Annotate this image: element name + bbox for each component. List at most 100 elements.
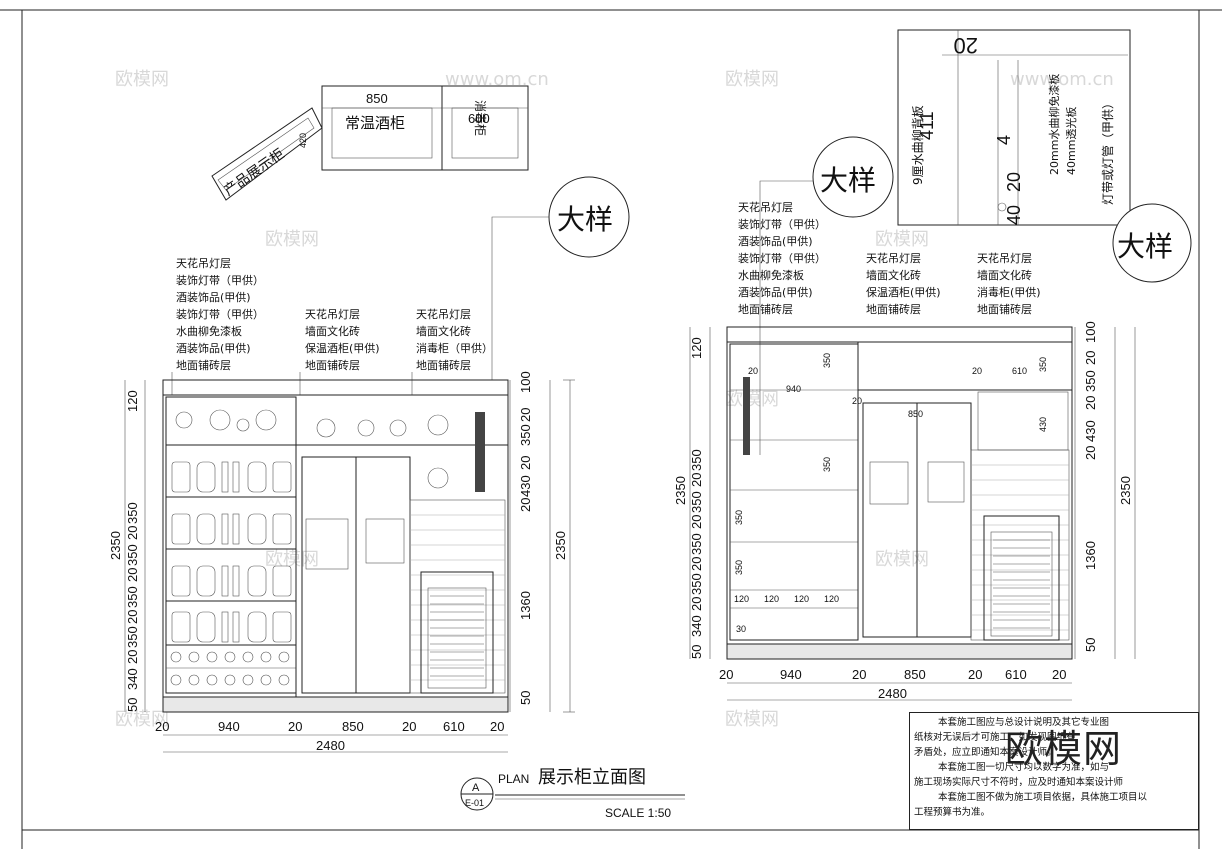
note-l3-1: 墙面文化砖 bbox=[416, 324, 471, 338]
note-l2-3: 地面铺砖层 bbox=[305, 358, 360, 372]
dim: 430 bbox=[518, 475, 533, 497]
watermark-url: www.om.cn bbox=[445, 69, 549, 90]
detail-box: 20 411 4 20 40 9厘水曲柳背板 20mm水曲柳免漆板 40mm透光… bbox=[897, 29, 1131, 226]
dim: 350 bbox=[125, 626, 140, 648]
callout-right-label: 大样 bbox=[1117, 230, 1173, 263]
note-line: 本套施工图应与总设计说明及其它专业图 bbox=[938, 717, 1110, 728]
note-r2-2: 保温酒柜(甲供) bbox=[866, 285, 941, 299]
inner-dim-120b: 120 bbox=[764, 594, 779, 604]
note-r1-4: 水曲柳免漆板 bbox=[738, 268, 804, 282]
disinfect-cabinet bbox=[420, 571, 494, 694]
note-r2-0: 天花吊灯层 bbox=[866, 252, 921, 265]
note-line: 纸核对无误后才可施工，如发现图纸有 bbox=[914, 732, 1076, 743]
disinfect-cabinet-plan bbox=[441, 85, 529, 171]
note-r3-3: 地面铺砖层 bbox=[977, 302, 1032, 316]
dim: 100 bbox=[518, 371, 533, 393]
detail-dim-20: 20 bbox=[954, 33, 978, 58]
left-notes: 天花吊灯层 装饰灯带（甲供） 酒装饰品(甲供) 装饰灯带（甲供） 水曲柳免漆板 … bbox=[171, 257, 493, 395]
note-l1-3: 装饰灯带（甲供） bbox=[176, 307, 264, 321]
dim: 350 bbox=[689, 449, 704, 471]
dim: 1360 bbox=[518, 591, 533, 620]
wine-rack bbox=[166, 651, 296, 686]
right-view-total-height: 2350 bbox=[673, 476, 688, 505]
dim: 20 bbox=[689, 597, 704, 611]
plan-label-product: 产品展示柜 bbox=[221, 146, 288, 199]
inner-dim-350e: 350 bbox=[1038, 357, 1048, 372]
inner-dim-350b: 350 bbox=[822, 457, 832, 472]
plan-label-disinfect: 消毒柜 bbox=[473, 100, 487, 136]
dim: 340 bbox=[689, 615, 704, 637]
watermark-text: 欧模网 bbox=[875, 549, 929, 570]
dim: 120 bbox=[689, 337, 704, 359]
floor-strip bbox=[162, 696, 509, 713]
watermark-text: 欧模网 bbox=[265, 549, 319, 570]
vase-icons bbox=[175, 409, 277, 432]
inner-dim-120c: 120 bbox=[794, 594, 809, 604]
dim: 350 bbox=[689, 533, 704, 555]
dim: 20 bbox=[518, 456, 533, 470]
note-l1-1: 装饰灯带（甲供） bbox=[176, 273, 264, 287]
dim: 20 bbox=[125, 610, 140, 624]
note-r1-6: 地面铺砖层 bbox=[738, 302, 793, 316]
inner-dim-610: 610 bbox=[1012, 366, 1027, 376]
note-r1-3: 装饰灯带（甲供） bbox=[738, 251, 826, 265]
drawing-title-text: 展示柜立面图 bbox=[538, 767, 646, 788]
display-cabinet bbox=[165, 396, 297, 694]
dim: 20 bbox=[852, 667, 866, 682]
callout-label: 大样 bbox=[557, 203, 613, 236]
product-cabinet-plan bbox=[211, 107, 323, 201]
note-r1-5: 酒装饰品(甲供) bbox=[738, 285, 813, 299]
watermark-text: 欧模网 bbox=[115, 709, 169, 730]
inner-dim-350c: 350 bbox=[734, 510, 744, 525]
brick-wall-right bbox=[970, 449, 1070, 641]
note-l3-2: 消毒柜（甲供） bbox=[416, 341, 493, 355]
inner-dim-430: 430 bbox=[1038, 417, 1048, 432]
detail-callout-right: 大样 bbox=[1112, 203, 1192, 283]
drawing-title: A E-01 PLAN 展示柜立面图 SCALE 1:50 bbox=[460, 767, 685, 820]
plan-label-wine: 常温酒柜 bbox=[345, 114, 405, 132]
note-l1-6: 地面铺砖层 bbox=[176, 358, 231, 372]
dim: 20 bbox=[490, 719, 504, 734]
dim: 350 bbox=[689, 573, 704, 595]
dim: 940 bbox=[218, 719, 240, 734]
dim: 20 bbox=[1083, 396, 1098, 410]
note-line: 施工现场实际尺寸不符时，应及时通知本案设计师 bbox=[914, 777, 1124, 788]
note-l1-5: 酒装饰品(甲供) bbox=[176, 341, 251, 355]
dim: 20 bbox=[288, 719, 302, 734]
right-elevation: 940 850 610 20 20 20 350 350 350 350 350… bbox=[726, 326, 1073, 660]
dim: 50 bbox=[1083, 638, 1098, 652]
note-r2-1: 墙面文化砖 bbox=[866, 268, 921, 282]
plan-view: 850 600 420 常温酒柜 消毒柜 产品展示柜 bbox=[211, 85, 529, 201]
dim: 20 bbox=[1083, 446, 1098, 460]
detail-label-board: 20mm水曲柳免漆板 bbox=[1047, 74, 1061, 175]
total-width: 2480 bbox=[316, 738, 345, 753]
plan-dim-600: 600 bbox=[468, 111, 490, 126]
dim: 350 bbox=[125, 586, 140, 608]
inner-dim-120d: 120 bbox=[824, 594, 839, 604]
dim: 20 bbox=[402, 719, 416, 734]
note-r2-3: 地面铺砖层 bbox=[866, 302, 921, 316]
dim: 850 bbox=[342, 719, 364, 734]
disinfect-cabinet-right bbox=[983, 515, 1060, 641]
dim: 350 bbox=[689, 491, 704, 513]
section-mark-letter: A bbox=[472, 782, 480, 794]
note-r1-2: 酒装饰品(甲供) bbox=[738, 234, 813, 248]
inner-dim-30: 30 bbox=[736, 624, 746, 634]
note-l1-2: 酒装饰品(甲供) bbox=[176, 290, 251, 304]
note-l2-1: 墙面文化砖 bbox=[305, 324, 360, 338]
left-total-height: 2350 bbox=[108, 531, 123, 560]
note-r3-2: 消毒柜(甲供) bbox=[977, 285, 1041, 299]
detail-callout-top: 大样 bbox=[759, 136, 894, 455]
dim: 20 bbox=[689, 515, 704, 529]
dim: 100 bbox=[1083, 321, 1098, 343]
right-view-right-total: 2350 bbox=[1118, 476, 1133, 505]
dim: 350 bbox=[125, 502, 140, 524]
right-total-height: 2350 bbox=[553, 531, 568, 560]
dim: 20 bbox=[125, 650, 140, 664]
plan-dim-420: 420 bbox=[298, 133, 308, 148]
note-line: 矛盾处，应立即通知本案设计师。 bbox=[914, 747, 1057, 758]
right-dims: 50 340 20 350 20 350 20 350 20 350 120 2… bbox=[673, 321, 1136, 701]
note-line: 工程预算书为准。 bbox=[914, 807, 991, 818]
note-r3-1: 墙面文化砖 bbox=[977, 268, 1032, 282]
